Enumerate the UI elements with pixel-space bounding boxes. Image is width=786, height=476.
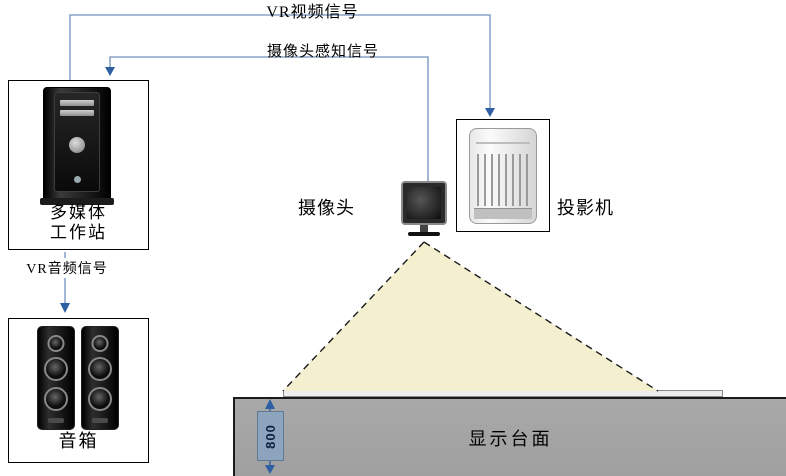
workstation-label-line2: 工作站 [50,223,107,242]
workstation-tower-image [40,87,114,205]
camera-lens-screen [407,187,441,219]
camera-image [401,181,447,237]
camera-stand-stem [420,225,428,232]
projector-base [474,208,532,219]
projector-vent-grille [477,154,529,206]
projector-box [456,119,550,232]
speaker-image-left [37,326,75,430]
speaker-port [92,418,108,423]
dimension-800-text: 800 [262,423,278,449]
speaker-woofer [88,357,112,381]
speaker-tweeter [47,335,65,352]
camera-stand-base [408,232,440,236]
camera-label: 摄像头 [298,198,355,218]
projector-top-groove [476,142,530,144]
table-screen-strip [283,390,723,397]
speaker-label: 音箱 [58,431,99,451]
workstation-label-line1: 多媒体 [50,203,107,222]
tower-drive-bay [60,110,94,116]
tower-front-panel [54,92,100,192]
speaker-woofer [44,357,68,381]
tower-drive-bay [60,100,94,106]
camera-sense-signal-label: 摄像头感知信号 [266,44,379,60]
speaker-port [48,418,64,423]
speaker-woofer [88,387,112,411]
display-platform-label: 显示台面 [468,429,553,449]
workstation-box: 多媒体 工作站 [8,80,149,250]
dimension-800-label: 800 [257,411,284,461]
cone-edge-left [282,241,425,392]
speaker-image-right [81,326,119,430]
speaker-box: 音箱 [8,318,149,463]
vr-audio-signal-label: VR音频信号 [12,258,122,278]
vr-video-signal-label: VR视频信号 [266,4,359,21]
camera-body [401,181,447,225]
projection-cone [283,242,658,391]
speaker-tweeter [91,335,109,352]
camera-sense-signal-line [105,56,429,181]
display-platform: 显示台面 [233,397,786,476]
tower-power-button [73,176,81,183]
tower-logo-badge [69,137,85,153]
speaker-woofer [44,387,68,411]
projector-label: 投影机 [557,198,614,218]
cone-edge-right [423,241,659,392]
tower-base [40,198,114,205]
projector-image [469,128,537,224]
